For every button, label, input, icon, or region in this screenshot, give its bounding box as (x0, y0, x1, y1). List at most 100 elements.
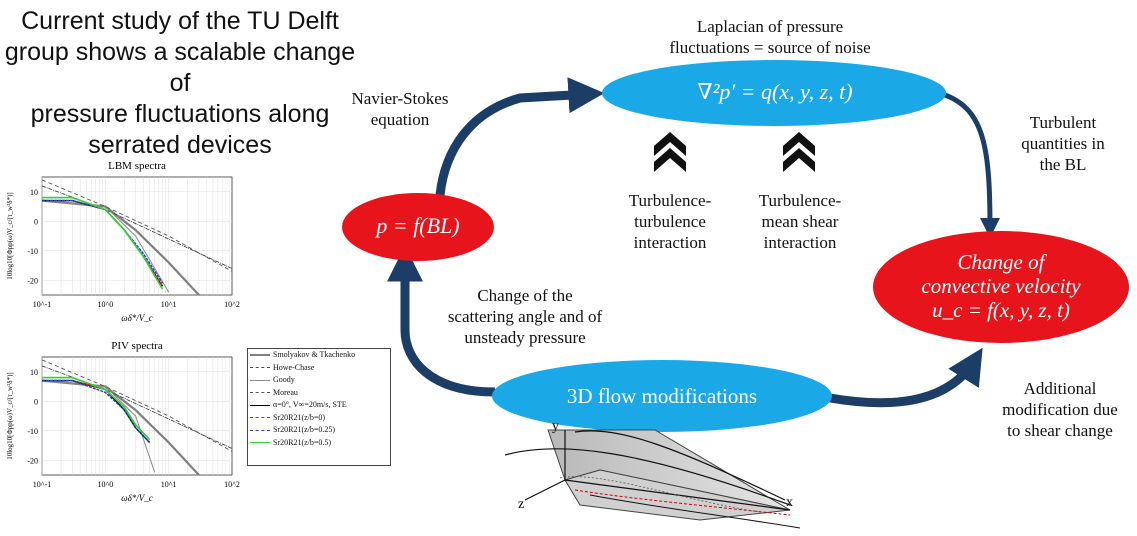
x-axis-label: ωδ*/V_c (121, 313, 153, 323)
label-line: Change of the (477, 286, 573, 305)
legend-label: Sr20R21(z/b=0.25) (273, 425, 336, 434)
uc-equation: u_c = f(x, y, z, t) (932, 298, 1070, 322)
title-line: Current study of the TU Delft (21, 7, 339, 35)
x-axis-label: ωδ*/V_c (121, 493, 153, 503)
legend-swatch (250, 367, 270, 369)
legend-swatch (250, 404, 270, 406)
laplacian-equation: ∇²p′ = q(x, y, z, t) (697, 79, 853, 104)
legend-entry: Sr20R21(z/b=0.5) (248, 437, 390, 450)
legend-entry: Sr20R21(z/b=0) (248, 412, 390, 425)
label-line: mean shear (761, 212, 839, 231)
label-line: interaction (633, 233, 707, 252)
legend-label: α=0°, V∞=20m/s, STE (273, 400, 347, 409)
plot-area (41, 356, 233, 476)
arrow-additional (829, 347, 983, 408)
label-line: scattering angle and of (447, 307, 603, 326)
x-tick-label: 10^1 (161, 480, 177, 489)
axis-z-label: z (518, 497, 524, 512)
legend-entry: Smolyakov & Tkachenko (248, 349, 390, 362)
label-line: the BL (1039, 155, 1087, 174)
y-tick-label: 10 (30, 368, 38, 377)
label-line: turbulence (634, 212, 706, 231)
y-tick-label: 10 (30, 188, 38, 197)
legend-entry: Goody (248, 374, 390, 387)
label-line: to shear change (1007, 421, 1113, 440)
series-line (42, 196, 164, 290)
y-tick-label: -20 (27, 456, 38, 465)
convective-line: convective velocity (921, 274, 1081, 298)
x-tick-label: 10^0 (97, 480, 113, 489)
laplacian-oval (602, 60, 946, 126)
legend-swatch (250, 442, 270, 444)
plot-area (41, 176, 233, 296)
series-line (41, 380, 156, 473)
x-tick-label: 10^-1 (33, 300, 51, 309)
y-tick-label: 0 (34, 217, 38, 226)
caption-line: Laplacian of pressure (696, 17, 844, 36)
chevron-up-icon (783, 132, 815, 172)
label-line: modification due (1002, 400, 1118, 419)
y-axis-label: 10log10[Φpp(ω)V_c/(τ_w²δ*)] (6, 192, 14, 280)
title-line: serrated devices (88, 131, 272, 159)
title-line: group shows a scalable change of (4, 38, 356, 97)
legend-entry: Sr20R21(z/b=0.25) (248, 424, 390, 437)
legend-entry: Howe-Chase (248, 362, 390, 375)
y-axis-label: 10log10[Φpp(ω)V_c/(τ_w²δ*)] (6, 372, 14, 460)
y-tick-label: -20 (27, 276, 38, 285)
x-tick-label: 10^1 (161, 300, 177, 309)
legend-swatch (250, 429, 270, 431)
legend-label: Smolyakov & Tkachenko (273, 350, 356, 359)
label-line: Turbulent (1029, 113, 1097, 132)
series-line (42, 379, 151, 443)
axis-y-label: y (552, 419, 559, 434)
arrow-turbulent-quantities (944, 92, 1000, 238)
additional-label: Additional modification due to shear cha… (985, 378, 1135, 441)
legend-swatch (250, 354, 270, 357)
scattering-label: Change of the scattering angle and of un… (425, 285, 625, 348)
legend-swatch (250, 379, 270, 381)
legend-label: Sr20R21(z/b=0) (273, 412, 326, 422)
legend-label: Moreau (273, 387, 298, 397)
x-tick-label: 10^2 (224, 300, 240, 309)
study-title: Current study of the TU Delft group show… (0, 6, 360, 161)
axis-x-label: x (786, 495, 793, 510)
flow-mod-oval (492, 360, 832, 432)
tt-interaction-label: Turbulence- turbulence interaction (608, 190, 732, 253)
legend-entry: Moreau (248, 387, 390, 400)
convective-oval (873, 231, 1129, 343)
legend-entry: α=0°, V∞=20m/s, STE (248, 399, 390, 412)
title-line: pressure fluctuations along (30, 100, 330, 128)
arrow-scattering (387, 245, 496, 397)
x-tick-label: 10^2 (224, 480, 240, 489)
laplacian-caption: Laplacian of pressure fluctuations = sou… (645, 16, 895, 58)
turbulent-quantities-label: Turbulent quantities in the BL (1008, 112, 1118, 175)
label-line: Turbulence- (758, 191, 842, 210)
y-tick-label: -10 (27, 247, 38, 256)
label-line: interaction (763, 233, 837, 252)
label-line: Navier-Stokes (351, 89, 449, 108)
label-line: Additional (1023, 379, 1097, 398)
legend-swatch (250, 392, 270, 394)
convective-change: Change of convective velocity u_c = f(x,… (875, 250, 1127, 322)
serration-sketch (504, 429, 801, 529)
label-line: unsteady pressure (464, 328, 586, 347)
series-line (41, 200, 170, 293)
label-line: quantities in (1021, 134, 1105, 153)
series-line (42, 376, 151, 441)
convective-line: Change of (957, 250, 1045, 274)
flow-mod-label: 3D flow modifications (566, 384, 758, 408)
legend-label: Howe-Chase (273, 362, 315, 372)
legend-label: Goody (273, 375, 295, 384)
y-tick-label: 0 (34, 397, 38, 406)
y-tick-label: -10 (27, 427, 38, 436)
caption-line: fluctuations = source of noise (669, 38, 871, 57)
legend-swatch (250, 417, 270, 419)
arrow-navier-stokes (435, 77, 605, 196)
chart-title: LBM spectra (108, 160, 166, 172)
p-oval (342, 193, 494, 261)
p-equation: p = f(BL) (376, 213, 460, 238)
